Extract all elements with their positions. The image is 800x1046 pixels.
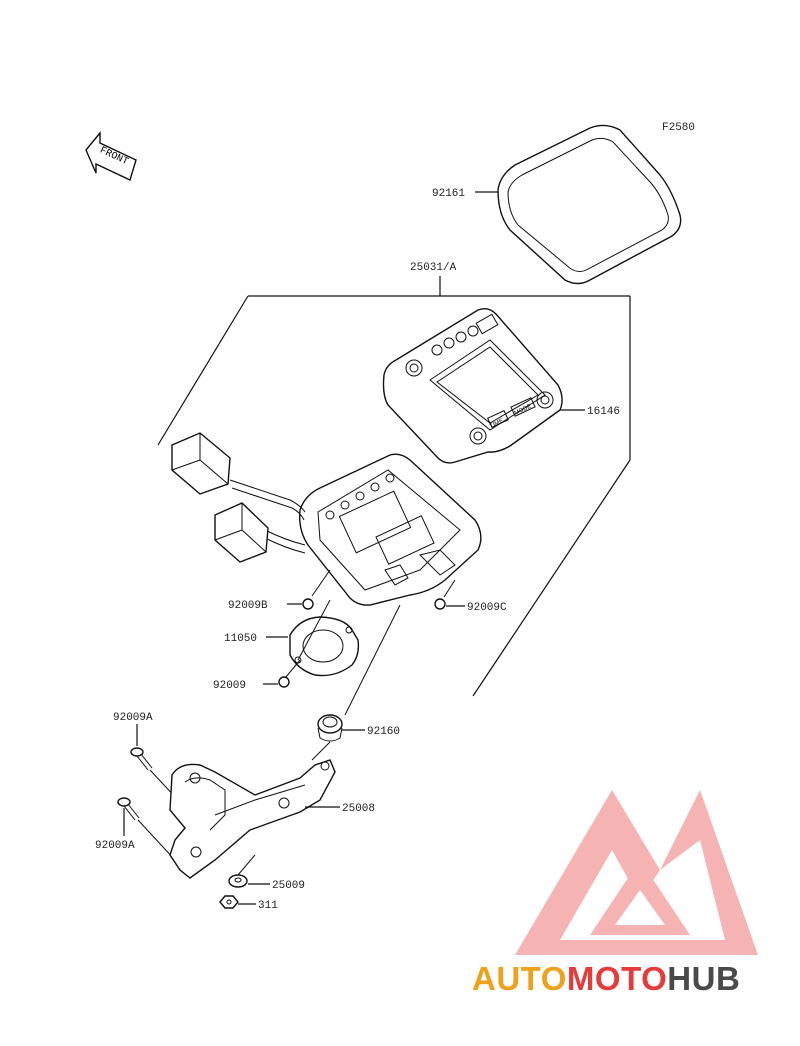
figure-code: F2580 xyxy=(662,122,695,134)
label-92009B: 92009B xyxy=(228,600,268,612)
grommet-92160 xyxy=(317,604,401,742)
meter-face-16146: TIME MODE xyxy=(382,307,563,464)
bolt-92009A-top xyxy=(130,747,179,801)
wire-harness xyxy=(171,432,306,563)
meter-body xyxy=(298,453,482,606)
label-92160: 92160 xyxy=(367,726,400,738)
watermark-part-moto: MOTO xyxy=(566,960,668,997)
bolt-92009A-bottom xyxy=(117,797,176,861)
label-311: 311 xyxy=(258,900,278,912)
label-92009C: 92009C xyxy=(467,602,507,614)
label-92009: 92009 xyxy=(213,680,246,692)
label-11050: 11050 xyxy=(224,633,257,645)
watermark-logo xyxy=(515,790,758,955)
label-92161: 92161 xyxy=(432,188,465,200)
gasket-frame-92161 xyxy=(497,124,682,285)
screw-92009 xyxy=(278,659,301,688)
time-button-label: TIME xyxy=(489,418,505,429)
bracket-25008 xyxy=(169,741,336,879)
label-92009A-bottom: 92009A xyxy=(95,840,135,852)
plate-11050 xyxy=(289,616,360,677)
label-16146: 16146 xyxy=(587,406,620,418)
screw-92009B xyxy=(302,569,331,610)
nut-311 xyxy=(219,895,239,909)
label-25009: 25009 xyxy=(272,880,305,892)
watermark-text: AUTOMOTOHUB xyxy=(472,960,740,998)
label-25008: 25008 xyxy=(342,803,375,815)
watermark-part-auto: AUTO xyxy=(472,960,567,997)
front-arrow: FRONT xyxy=(85,131,137,181)
washer-25009 xyxy=(228,854,256,888)
label-92009A-top: 92009A xyxy=(113,712,153,724)
screw-92009C xyxy=(434,579,456,610)
label-25031A: 25031/A xyxy=(410,262,457,274)
watermark-part-hub: HUB xyxy=(667,960,741,997)
